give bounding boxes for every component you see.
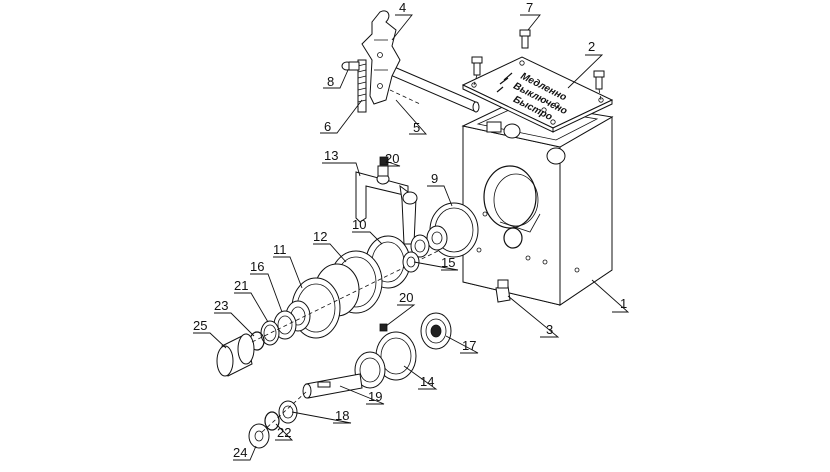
callout-18: 18: [335, 408, 349, 423]
shift-fork: [355, 165, 418, 245]
callout-13: 13: [324, 148, 338, 163]
callout-4: 4: [399, 0, 406, 15]
leader-lines: [193, 14, 630, 461]
spring: [357, 59, 367, 113]
bearing-16: [273, 310, 297, 340]
sleeve-25: [216, 333, 255, 377]
cover-screws: [471, 29, 605, 101]
callout-20-upper: 20: [385, 151, 399, 166]
callout-22: 22: [277, 425, 291, 440]
callout-11: 11: [273, 242, 287, 257]
callout-14: 14: [420, 374, 434, 389]
callout-8: 8: [327, 74, 334, 89]
callout-25: 25: [193, 318, 207, 333]
callout-15: 15: [441, 255, 455, 270]
washer-24: [248, 423, 270, 449]
selector-shaft: [361, 10, 480, 113]
bearing-17: [420, 312, 452, 350]
callout-9: 9: [431, 171, 438, 186]
set-screw-upper: [379, 156, 389, 166]
callout-6: 6: [324, 119, 331, 134]
output-shaft: [302, 373, 363, 399]
plug-3: [495, 279, 511, 303]
gear-14: [354, 331, 417, 389]
callout-12: 12: [313, 229, 327, 244]
screw-8: [341, 61, 360, 71]
gear-9: [410, 202, 479, 258]
callout-24: 24: [233, 445, 247, 460]
callout-16: 16: [250, 259, 264, 274]
circlip-22: [264, 411, 280, 431]
cover-plate: Медленно Выключено Быстро: [461, 56, 614, 133]
callout-20-lower: 20: [399, 290, 413, 305]
callout-21: 21: [234, 278, 248, 293]
callout-labels: 1 2 3 4 5 6 7 8 9 10 11 12 13 14 15 16 1…: [193, 0, 627, 460]
callout-19: 19: [368, 389, 382, 404]
callout-1: 1: [620, 296, 627, 311]
callout-2: 2: [588, 39, 595, 54]
housing: [461, 100, 614, 306]
callout-5: 5: [413, 120, 420, 135]
spacer-15: [402, 251, 420, 273]
callout-7: 7: [526, 0, 533, 15]
callout-17: 17: [462, 338, 476, 353]
set-screw-lower: [379, 323, 388, 332]
callout-10: 10: [352, 217, 366, 232]
callout-3: 3: [546, 322, 553, 337]
callout-23: 23: [214, 298, 228, 313]
